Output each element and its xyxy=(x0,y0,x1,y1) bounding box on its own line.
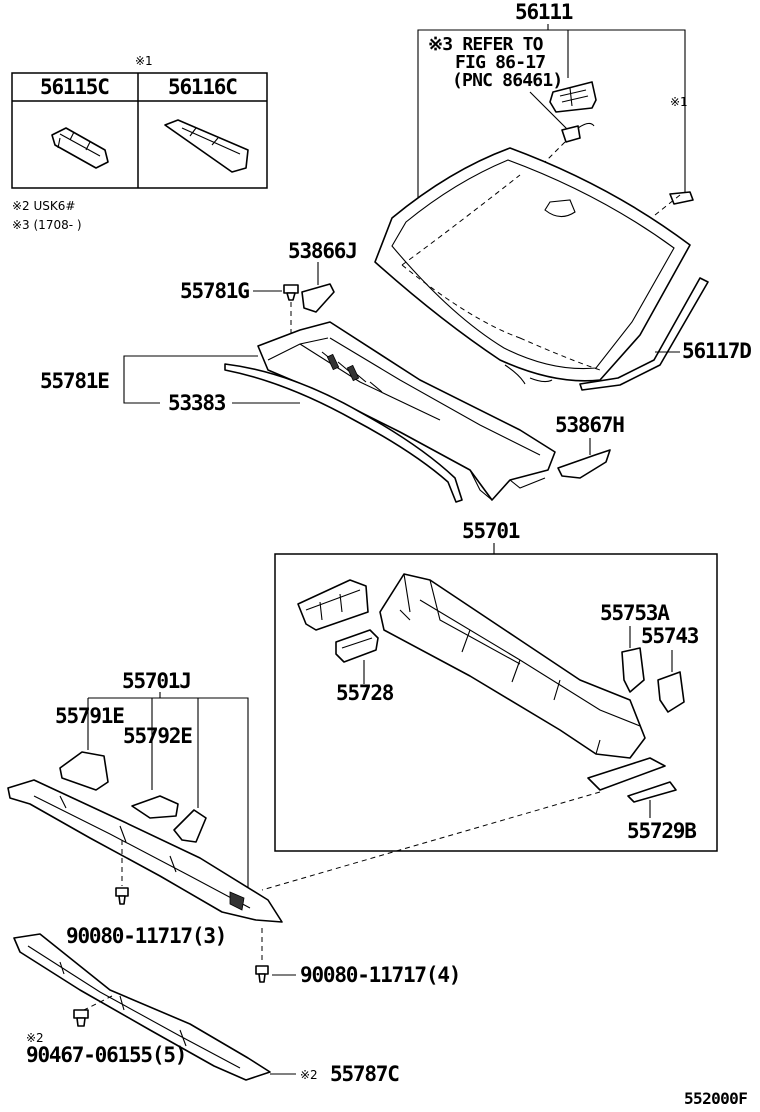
label-53383: 53383 xyxy=(168,391,226,415)
part-56116C xyxy=(164,119,249,173)
bracket-55728 xyxy=(335,629,379,663)
label-53866J: 53866J xyxy=(288,239,357,263)
windshield-glass xyxy=(374,147,691,385)
cowl-panel-55701 xyxy=(379,573,646,759)
refer-note-line2: FIG 86-17 xyxy=(455,52,545,73)
sensor-bracket xyxy=(549,81,597,143)
dash-clip xyxy=(654,194,681,216)
glass-clip xyxy=(669,191,694,205)
bracket-55792E xyxy=(131,795,179,819)
refer-note-line1: ※3 REFER TO xyxy=(428,34,544,55)
label-55729B: 55729B xyxy=(627,819,696,843)
bracket-55729B xyxy=(627,781,677,803)
cowl-side-55701J xyxy=(7,779,283,923)
bracket-55753A xyxy=(621,647,645,693)
clip-55781G xyxy=(283,284,299,301)
dash-sensor xyxy=(544,141,566,163)
label-55753A: 55753A xyxy=(600,601,670,625)
label-56117D: 56117D xyxy=(682,339,751,363)
bolt-90080-lower xyxy=(255,965,269,983)
cowl-louver-55781E xyxy=(257,321,556,501)
leader-56111-right xyxy=(548,29,686,195)
label-55787C: 55787C xyxy=(330,1062,399,1086)
mark2-panel: ※2 xyxy=(300,1068,318,1082)
label-90080-upper: 90080-11717(3) xyxy=(66,924,226,948)
note-1708: ※3 (1708- ) xyxy=(12,218,82,232)
bracket-53866J xyxy=(301,283,335,313)
part-56115C xyxy=(51,127,109,169)
label-55728: 55728 xyxy=(336,681,394,705)
leader-56111-left xyxy=(417,24,549,225)
bolt-90080-upper xyxy=(115,887,129,905)
note-usk6: ※2 USK6# xyxy=(12,199,75,213)
label-90467: 90467-06155(5) xyxy=(26,1043,186,1067)
mark1-table: ※1 xyxy=(135,54,153,68)
figure-code: 552000F xyxy=(684,1089,747,1108)
bolt-90467 xyxy=(73,1009,89,1027)
label-55792E: 55792E xyxy=(123,724,192,748)
bracket-lower-box xyxy=(587,757,666,791)
leader-refer xyxy=(529,91,571,133)
label-56116C: 56116C xyxy=(168,75,237,99)
bracket-left-upper xyxy=(297,579,369,631)
label-55701J: 55701J xyxy=(122,669,191,693)
variant-table xyxy=(11,72,268,189)
cowl-panel-55787C xyxy=(13,933,271,1081)
seal-53867H xyxy=(557,449,611,479)
dash-assembly xyxy=(261,791,601,891)
mark2-bolt: ※2 xyxy=(26,1031,44,1045)
refer-note-line3: (PNC 86461) xyxy=(452,70,562,91)
label-55791E: 55791E xyxy=(55,704,124,728)
label-56115C: 56115C xyxy=(40,75,109,99)
label-55701: 55701 xyxy=(462,519,520,543)
bracket-55791E xyxy=(59,751,109,791)
leader-55701J-bracket xyxy=(88,697,249,892)
label-53867H: 53867H xyxy=(555,413,624,437)
mark1-glass: ※1 xyxy=(670,95,688,109)
molding-56117D xyxy=(579,277,709,391)
weatherstrip-53383 xyxy=(224,363,463,503)
label-55743: 55743 xyxy=(641,624,699,648)
bracket-clip-55701J xyxy=(173,809,207,843)
label-90080-lower: 90080-11717(4) xyxy=(300,963,460,987)
label-55781G: 55781G xyxy=(180,279,249,303)
assembly-box-55701 xyxy=(274,553,718,852)
leader-55781E-lower xyxy=(123,380,160,404)
leader-55781E xyxy=(123,355,258,380)
bracket-55743 xyxy=(657,671,685,713)
label-55781E: 55781E xyxy=(40,369,109,393)
label-56111: 56111 xyxy=(515,0,573,24)
